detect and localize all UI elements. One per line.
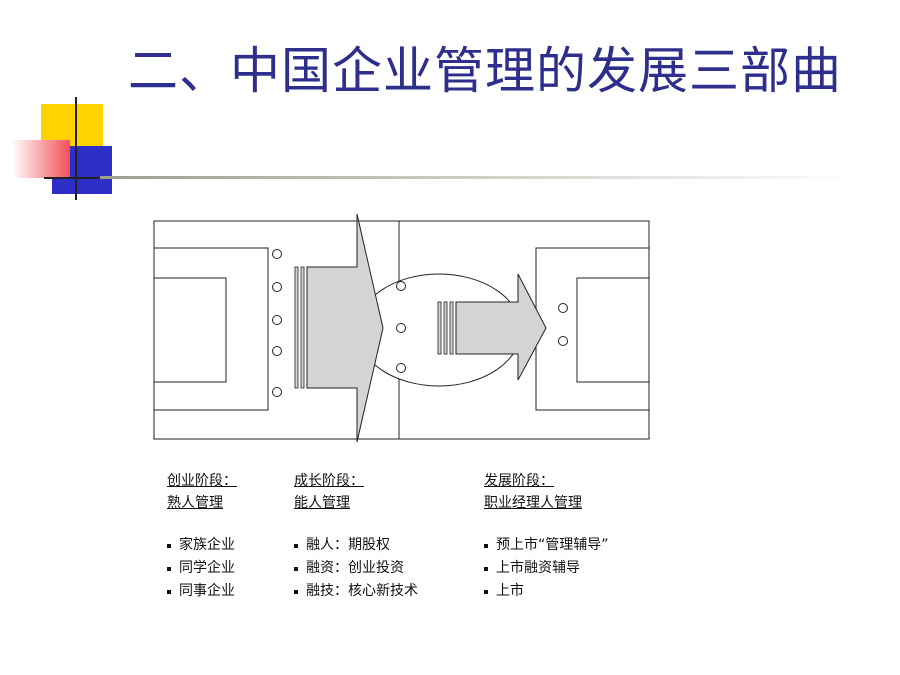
deco-red-bar [12, 140, 70, 178]
list-item: 预上市“管理辅导” [484, 534, 609, 557]
small-arrow [455, 273, 547, 381]
list-item: 上市融资辅导 [484, 557, 609, 580]
stage-3-subheading: 职业经理人管理 [484, 495, 582, 511]
stage-column-3: 发展阶段： 职业经理人管理 预上市“管理辅导” 上市融资辅导 上市 [484, 470, 609, 603]
stage-3-heading: 发展阶段： [484, 473, 554, 489]
stage-1-subheading: 熟人管理 [167, 495, 223, 511]
title-underline [100, 176, 860, 179]
list-item: 融人：期股权 [294, 534, 418, 557]
stage-1-list: 家族企业 同学企业 同事企业 [167, 534, 237, 603]
stage-2-subheading: 能人管理 [294, 495, 350, 511]
right-bracket [535, 247, 649, 411]
list-item: 上市 [484, 580, 609, 603]
list-item: 融技：核心新技术 [294, 580, 418, 603]
page-title: 二、中国企业管理的发展三部曲 [128, 42, 842, 100]
big-arrow [306, 213, 384, 443]
right-inner-box [576, 277, 650, 383]
stage-2-list: 融人：期股权 融资：创业投资 融技：核心新技术 [294, 534, 418, 603]
list-item: 融资：创业投资 [294, 557, 418, 580]
list-item: 家族企业 [167, 534, 237, 557]
left-bracket [154, 247, 269, 411]
corner-decoration [12, 97, 860, 200]
stage-1-heading: 创业阶段： [167, 473, 237, 489]
list-item: 同学企业 [167, 557, 237, 580]
stage-3-list: 预上市“管理辅导” 上市融资辅导 上市 [484, 534, 609, 603]
process-diagram [153, 213, 650, 443]
list-item: 同事企业 [167, 580, 237, 603]
stage-column-2: 成长阶段： 能人管理 融人：期股权 融资：创业投资 融技：核心新技术 [294, 470, 418, 603]
stage-2-heading: 成长阶段： [294, 473, 364, 489]
left-inner-box [153, 277, 227, 383]
stage-column-1: 创业阶段： 熟人管理 家族企业 同学企业 同事企业 [167, 470, 237, 603]
